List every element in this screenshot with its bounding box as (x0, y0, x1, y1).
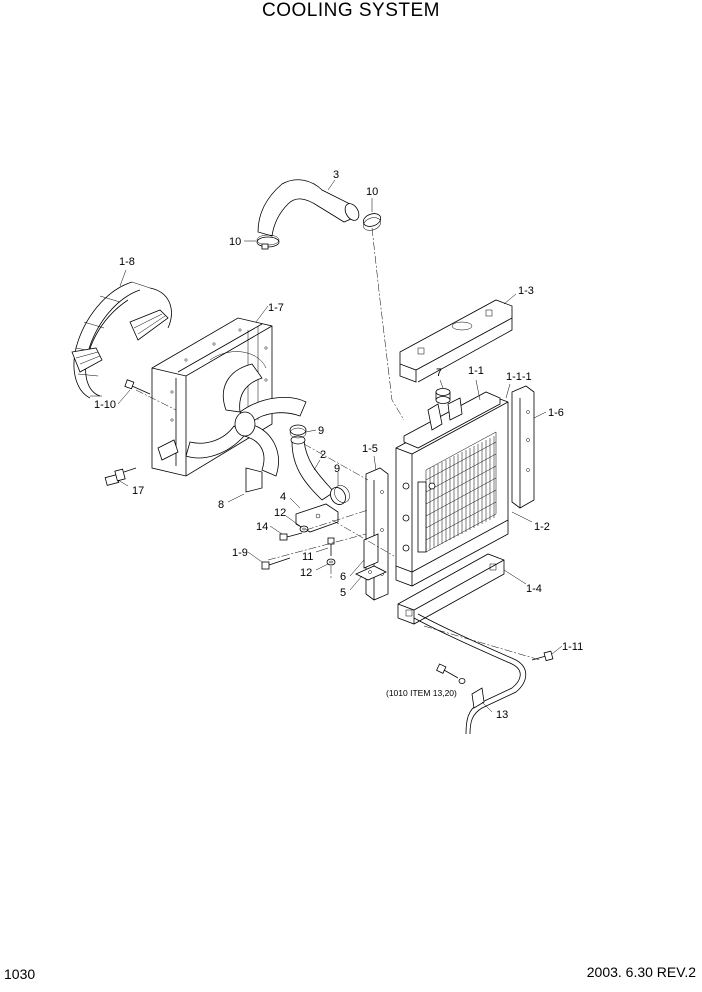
washer-12b (326, 558, 336, 566)
callout-9-upper: 9 (318, 425, 324, 437)
callout-7: 7 (436, 367, 442, 379)
callout-17: 17 (132, 485, 144, 497)
callout-1-7: 1-7 (268, 302, 284, 314)
callout-5: 5 (340, 587, 346, 599)
callout-3: 3 (333, 169, 339, 181)
hose-clamp-lower-top (289, 424, 307, 439)
callout-1-5: 1-5 (362, 443, 378, 455)
callout-labels: 3 10 10 1-8 1-7 1-3 1-10 7 1-1 1-1-1 1-6… (94, 169, 583, 721)
callout-2: 2 (320, 449, 326, 461)
mount-plate-5 (355, 565, 387, 581)
callout-10-upper-right: 10 (366, 186, 378, 198)
upper-hose (257, 179, 360, 237)
mount-bracket-6 (363, 533, 379, 569)
top-bracket (399, 299, 513, 383)
page-number: 1030 (4, 966, 36, 982)
fan-blades (185, 363, 307, 493)
washer-12a (299, 525, 309, 533)
callout-11: 11 (302, 551, 313, 563)
leader-lines (117, 179, 563, 713)
bolt-11 (327, 537, 335, 556)
hose-clamp-upper-left (256, 234, 280, 250)
revision-date: 2003. 6.30 REV.2 (586, 964, 696, 980)
callout-1-2: 1-2 (534, 521, 550, 533)
radiator-cap (435, 388, 451, 404)
callout-1-3: 1-3 (518, 285, 534, 297)
callout-1-11: 1-11 (562, 641, 583, 653)
callout-12-upper: 12 (274, 507, 286, 519)
side-bracket-right (511, 385, 535, 509)
bottom-bracket (397, 553, 505, 625)
hose-clamp-lower-bottom (330, 485, 350, 505)
callout-4: 4 (280, 491, 286, 503)
callout-1-9: 1-9 (232, 547, 248, 559)
lower-hose (290, 435, 335, 501)
callout-12-lower: 12 (300, 567, 312, 579)
callout-14: 14 (256, 521, 268, 533)
callout-1-10: 1-10 (94, 399, 116, 411)
callout-1-1: 1-1 (468, 365, 484, 377)
callout-8: 8 (218, 499, 224, 511)
bolt-14 (279, 532, 303, 541)
overflow-pipe (413, 613, 527, 735)
callout-1-4: 1-4 (526, 583, 542, 595)
bolt-1-9 (261, 557, 291, 570)
callout-13: 13 (496, 709, 508, 721)
callout-1-1-1: 1-1-1 (506, 371, 532, 383)
callout-1-8: 1-8 (119, 256, 135, 268)
bolt-1-11 (531, 650, 554, 662)
callout-6: 6 (340, 571, 346, 583)
bolt-pipe-clamp (436, 663, 466, 684)
page-title: COOLING SYSTEM (261, 0, 441, 21)
callout-10-upper-left: 10 (229, 236, 241, 248)
callout-1-6: 1-6 (548, 407, 564, 419)
callout-9-lower: 9 (334, 463, 340, 475)
hose-clamp-upper-right (362, 213, 382, 231)
reference-note: (1010 ITEM 13,20) (386, 688, 457, 698)
clamp-bracket (295, 503, 339, 533)
radiator (395, 391, 509, 587)
bolt-1-10 (124, 379, 151, 395)
drain-fitting (104, 467, 137, 486)
fan-guard (71, 281, 172, 399)
